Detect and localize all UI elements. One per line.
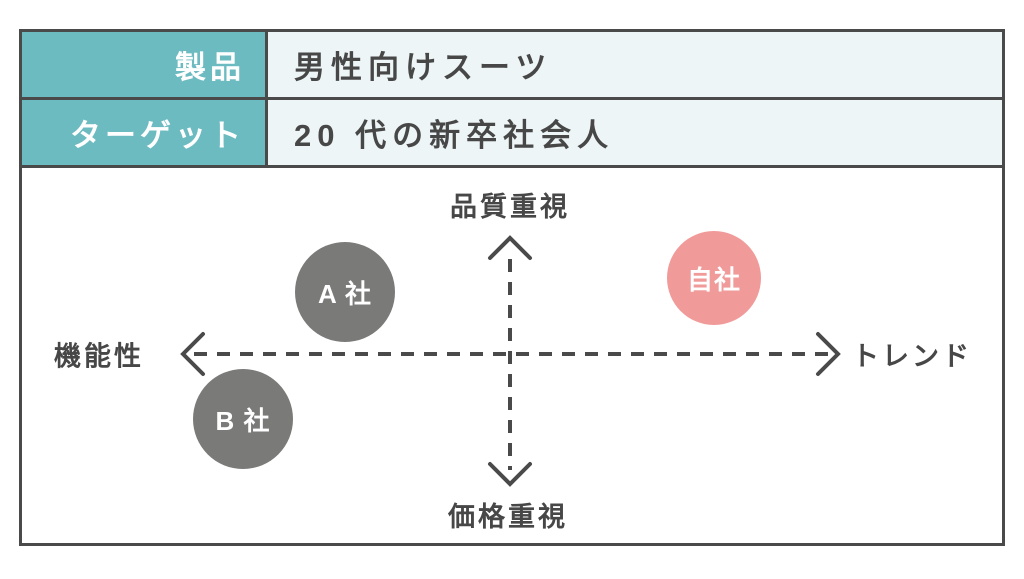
axis-label-trend: トレンド <box>852 341 972 372</box>
table-row-product: 製品 男性向けスーツ <box>22 32 1002 100</box>
table-row-target: ターゲット 20 代の新卒社会人 <box>22 100 1002 168</box>
right-arrowhead <box>816 332 841 376</box>
product-label-cell: 製品 <box>22 32 268 97</box>
product-value-cell: 男性向けスーツ <box>268 32 1002 97</box>
company-b-circle: B 社 <box>193 369 293 469</box>
positioning-chart: 品質重視 価格重視 機能性 トレンド A 社 B 社 自社 <box>22 168 1002 539</box>
company-b-label: B 社 <box>215 405 271 436</box>
own-company-circle: 自社 <box>667 231 761 325</box>
company-a-label: A 社 <box>317 278 373 309</box>
axes-svg <box>180 235 841 487</box>
axis-label-quality: 品質重視 <box>450 192 570 222</box>
company-a-circle: A 社 <box>295 242 395 342</box>
target-value-cell: 20 代の新卒社会人 <box>268 100 1002 165</box>
content-frame: 製品 男性向けスーツ ターゲット 20 代の新卒社会人 品質重視 価格重視 機能… <box>19 29 1005 546</box>
up-arrowhead <box>488 235 532 260</box>
left-arrowhead <box>180 332 205 376</box>
target-label-cell: ターゲット <box>22 100 268 165</box>
axis-label-functionality: 機能性 <box>54 341 144 372</box>
down-arrowhead <box>488 462 532 487</box>
own-company-label: 自社 <box>686 264 741 295</box>
axis-label-price: 価格重視 <box>448 502 568 532</box>
